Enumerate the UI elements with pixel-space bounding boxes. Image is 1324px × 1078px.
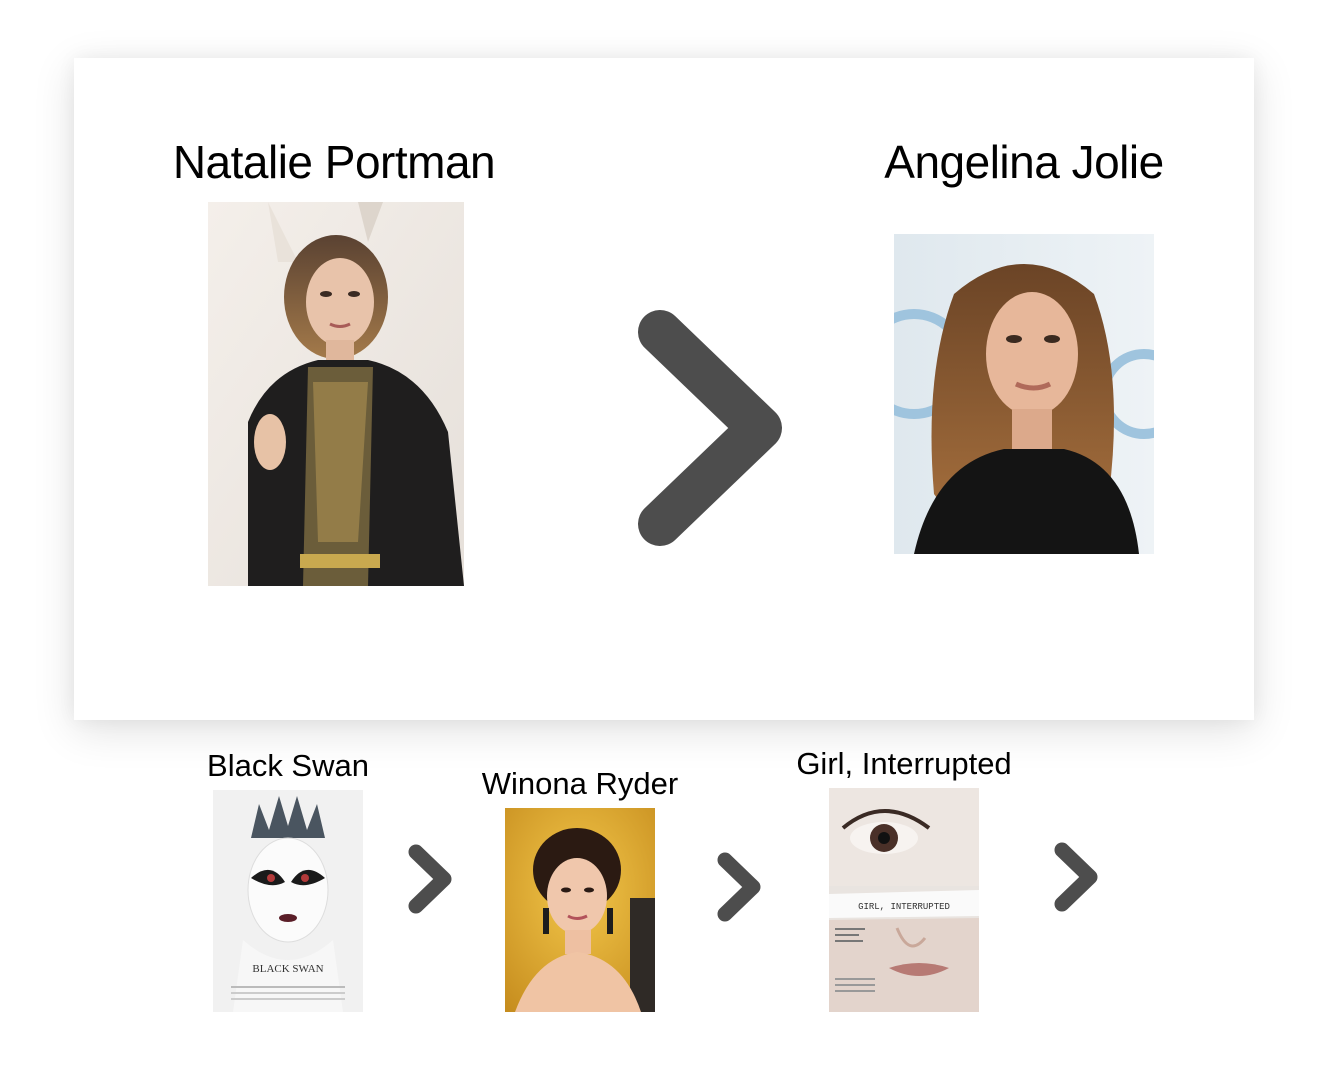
girl-interrupted-poster[interactable]: GIRL, INTERRUPTED: [829, 788, 979, 1012]
step-label-girl-interrupted: Girl, Interrupted: [796, 746, 1012, 781]
winona-ryder-photo[interactable]: [505, 808, 655, 1012]
chevron-right-icon[interactable]: [404, 840, 458, 918]
chevron-right-icon[interactable]: [636, 308, 786, 548]
source-photo: [208, 202, 464, 586]
girl-interrupted-poster-title: GIRL, INTERRUPTED: [858, 902, 950, 912]
target-photo: [894, 234, 1154, 554]
source-name: Natalie Portman: [172, 136, 496, 188]
comparison-card: Natalie Portman: [74, 58, 1254, 720]
chevron-right-icon[interactable]: [1050, 838, 1104, 916]
black-swan-poster-title: BLACK SWAN: [252, 963, 323, 975]
black-swan-poster[interactable]: BLACK SWAN: [213, 790, 363, 1012]
step-label-black-swan: Black Swan: [207, 748, 369, 783]
target-name: Angelina Jolie: [884, 136, 1164, 188]
step-label-winona-ryder: Winona Ryder: [481, 766, 679, 801]
chevron-right-icon[interactable]: [713, 848, 767, 926]
